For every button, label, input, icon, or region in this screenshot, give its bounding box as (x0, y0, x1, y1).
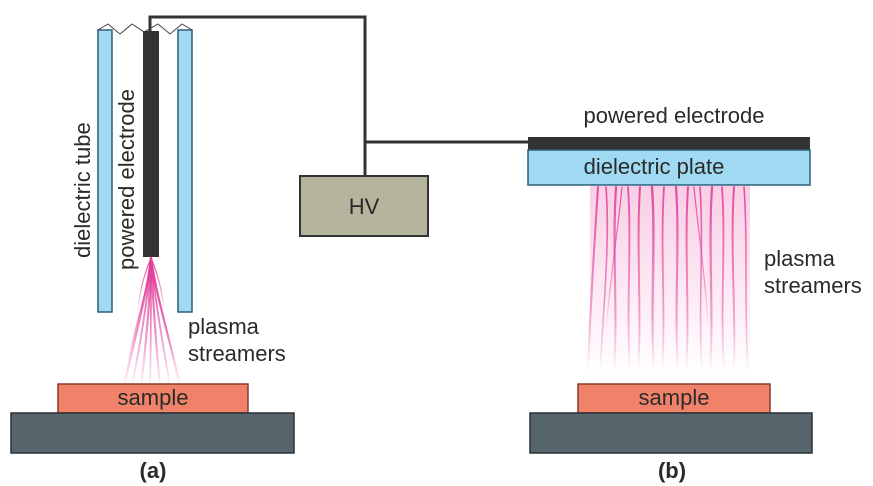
powered-electrode-label-a: powered electrode (114, 89, 139, 270)
plasma-streamers-b (587, 185, 749, 374)
base-b (529, 412, 813, 454)
dielectric-plate-label: dielectric plate (584, 154, 725, 179)
hv-box (299, 175, 429, 237)
sample-label-b: sample (639, 385, 710, 410)
powered-electrode-label-b: powered electrode (583, 103, 764, 128)
plasma-label-b: plasma (764, 246, 836, 271)
dielectric-plate (527, 149, 811, 186)
dielectric-tube-right-wall (177, 29, 193, 313)
caption-b: (b) (658, 458, 686, 483)
dielectric-tube-left-wall (97, 29, 113, 313)
dielectric-tube-label: dielectric tube (70, 122, 95, 258)
hv-label: HV (349, 194, 380, 219)
powered-electrode-rod (143, 31, 159, 257)
streamers-label-a: streamers (188, 341, 286, 366)
panel-a: dielectric tube powered electrode plasma… (10, 23, 295, 483)
plasma-streamers-a (122, 256, 182, 388)
caption-a: (a) (140, 458, 167, 483)
sample-b (577, 383, 771, 414)
plasma-label-a: plasma (188, 314, 260, 339)
panel-b: powered electrode dielectric plate plasm… (527, 103, 862, 483)
hv-wires (148, 15, 528, 176)
base-a (10, 412, 295, 454)
powered-electrode-plate (528, 137, 810, 150)
hv-power-supply: HV (299, 175, 429, 237)
sample-label-a: sample (118, 385, 189, 410)
streamers-label-b: streamers (764, 273, 862, 298)
